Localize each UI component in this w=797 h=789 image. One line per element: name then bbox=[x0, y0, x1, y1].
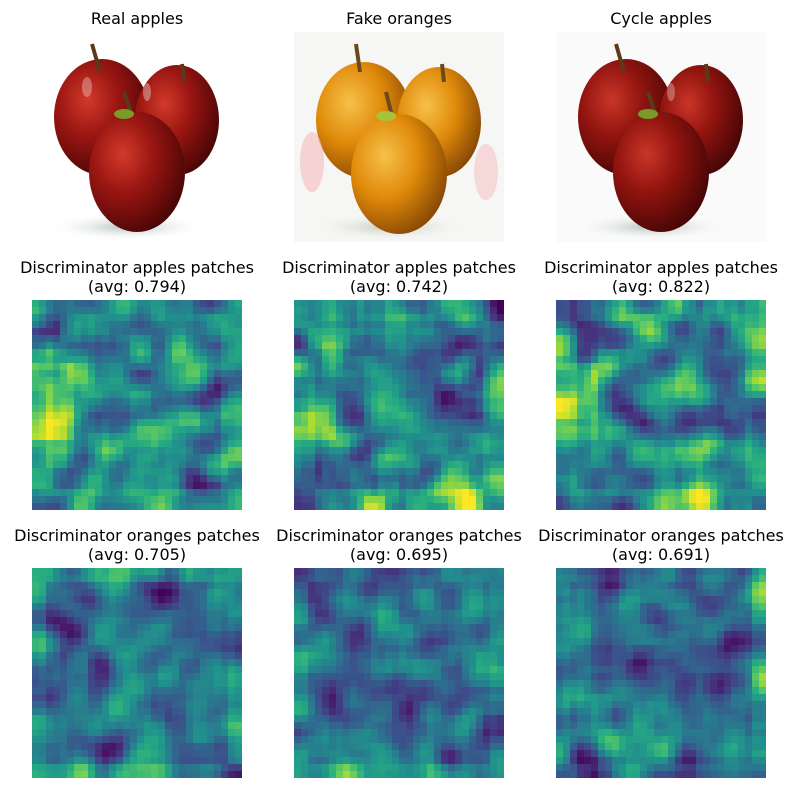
avg-text: (avg: 0.822) bbox=[611, 277, 711, 296]
title-cycle-apples: Cycle apples bbox=[526, 9, 796, 28]
title-text: Real apples bbox=[90, 9, 184, 28]
heatmap-canvas bbox=[294, 300, 504, 510]
apples-photo-red bbox=[32, 32, 242, 242]
heatmap-canvas bbox=[556, 300, 766, 510]
title-text: Discriminator apples patches bbox=[544, 258, 778, 277]
title-disc-apples-2: Discriminator apples patches (avg: 0.742… bbox=[264, 258, 534, 296]
heatmap-canvas bbox=[556, 568, 766, 778]
title-text: Discriminator oranges patches bbox=[276, 526, 522, 545]
title-text: Discriminator apples patches bbox=[282, 258, 516, 277]
avg-text: (avg: 0.695) bbox=[349, 545, 449, 564]
avg-text: (avg: 0.794) bbox=[87, 277, 187, 296]
heatmap-canvas bbox=[32, 568, 242, 778]
heatmap-apples-3 bbox=[556, 300, 766, 510]
avg-text: (avg: 0.705) bbox=[87, 545, 187, 564]
apples-photo-red bbox=[556, 32, 766, 242]
title-real-apples: Real apples bbox=[2, 9, 272, 28]
title-text: Fake oranges bbox=[346, 9, 452, 28]
heatmap-apples-2 bbox=[294, 300, 504, 510]
image-real-apples bbox=[32, 32, 242, 242]
title-text: Discriminator oranges patches bbox=[14, 526, 260, 545]
title-disc-oranges-2: Discriminator oranges patches (avg: 0.69… bbox=[264, 526, 534, 564]
heatmap-oranges-1 bbox=[32, 568, 242, 778]
title-disc-apples-1: Discriminator apples patches (avg: 0.794… bbox=[2, 258, 272, 296]
title-disc-oranges-1: Discriminator oranges patches (avg: 0.70… bbox=[2, 526, 272, 564]
title-text: Discriminator apples patches bbox=[20, 258, 254, 277]
avg-text: (avg: 0.691) bbox=[611, 545, 711, 564]
title-text: Cycle apples bbox=[610, 9, 712, 28]
avg-text: (avg: 0.742) bbox=[349, 277, 449, 296]
heatmap-apples-1 bbox=[32, 300, 242, 510]
heatmap-oranges-3 bbox=[556, 568, 766, 778]
image-cycle-apples bbox=[556, 32, 766, 242]
heatmap-oranges-2 bbox=[294, 568, 504, 778]
title-text: Discriminator oranges patches bbox=[538, 526, 784, 545]
heatmap-canvas bbox=[294, 568, 504, 778]
image-fake-oranges bbox=[294, 32, 504, 242]
heatmap-canvas bbox=[32, 300, 242, 510]
title-disc-apples-3: Discriminator apples patches (avg: 0.822… bbox=[526, 258, 796, 296]
title-fake-oranges: Fake oranges bbox=[264, 9, 534, 28]
title-disc-oranges-3: Discriminator oranges patches (avg: 0.69… bbox=[526, 526, 796, 564]
apples-photo-orange bbox=[294, 32, 504, 242]
